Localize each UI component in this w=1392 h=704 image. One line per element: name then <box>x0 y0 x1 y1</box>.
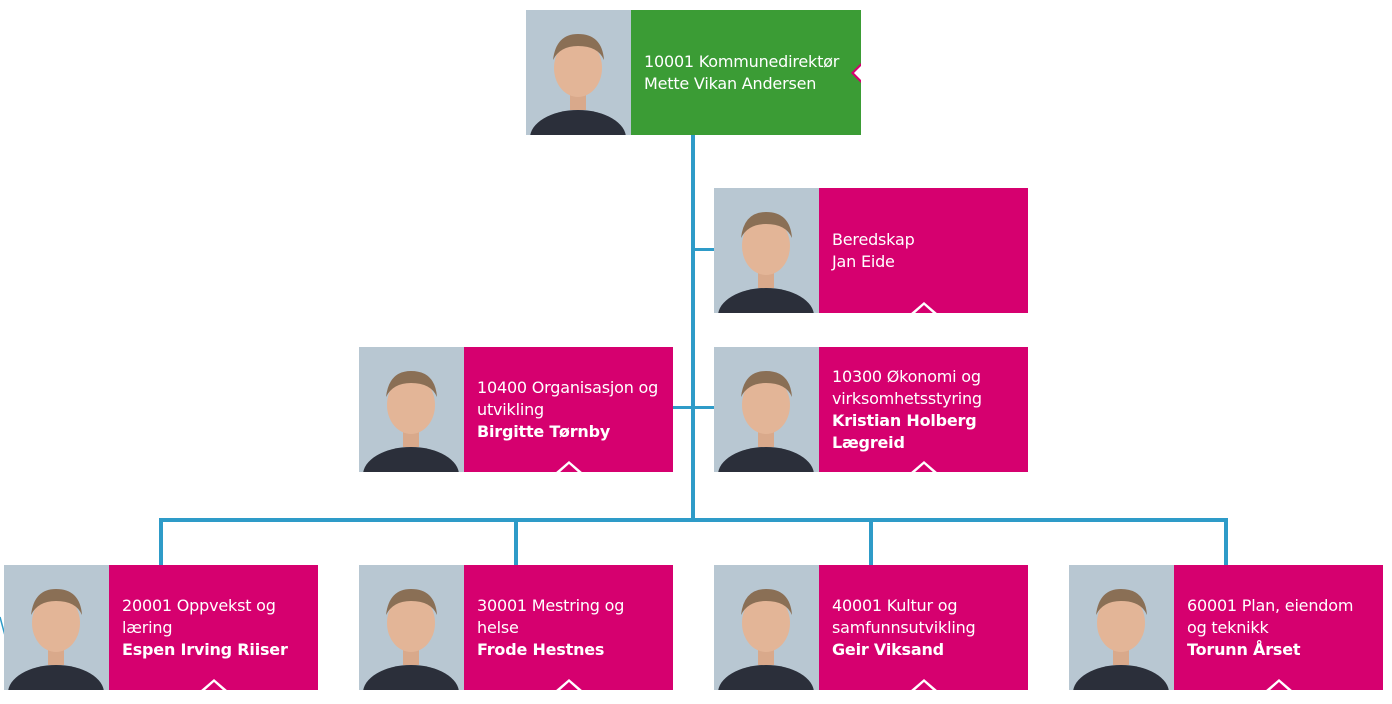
connector-drop-2 <box>514 520 518 565</box>
portrait-photo <box>4 565 109 690</box>
unit-label: 40001 Kultur og samfunnsutvikling <box>832 595 976 637</box>
expand-tab-icon[interactable] <box>909 302 938 313</box>
staff-card-organisasjon[interactable]: 10400 Organisasjon og utvikling Birgitte… <box>359 347 673 472</box>
card-info: 20001 Oppvekst og læring Espen Irving Ri… <box>109 565 318 690</box>
expand-tab-icon[interactable] <box>909 679 938 690</box>
card-info: 10300 Økonomi og virksomhetsstyring Kris… <box>819 347 1028 472</box>
card-info: 10001 Kommunedirektør Mette Vikan Anders… <box>631 10 861 135</box>
staff-card-okonomi[interactable]: 10300 Økonomi og virksomhetsstyring Kris… <box>714 347 1028 472</box>
person-name: Jan Eide <box>832 251 895 271</box>
expand-tab-icon[interactable] <box>554 461 583 472</box>
portrait-photo <box>1069 565 1174 690</box>
person-name: Mette Vikan Andersen <box>644 73 817 93</box>
card-info: Beredskap Jan Eide <box>819 188 1028 313</box>
person-name: Torunn Årset <box>1187 639 1301 659</box>
portrait-photo <box>359 347 464 472</box>
connector-drop-4 <box>1224 520 1228 565</box>
collapse-tab-icon[interactable] <box>851 61 861 84</box>
division-card-oppvekst[interactable]: 20001 Oppvekst og læring Espen Irving Ri… <box>4 565 318 690</box>
person-name: Birgitte Tørnby <box>477 421 611 441</box>
unit-label: 10001 Kommunedirektør <box>644 51 840 71</box>
person-name: Espen Irving Riiser <box>122 639 288 659</box>
expand-tab-icon[interactable] <box>554 679 583 690</box>
expand-tab-icon[interactable] <box>909 461 938 472</box>
connector-trunk <box>691 135 695 522</box>
portrait-photo <box>526 10 631 135</box>
connector-drop-3 <box>869 520 873 565</box>
person-name: Kristian Holberg Lægreid <box>832 410 977 452</box>
division-card-kultur[interactable]: 40001 Kultur og samfunnsutvikling Geir V… <box>714 565 1028 690</box>
unit-label: Beredskap <box>832 229 915 249</box>
portrait-photo <box>714 565 819 690</box>
card-info: 60001 Plan, eiendom og teknikk Torunn År… <box>1174 565 1383 690</box>
unit-label: 60001 Plan, eiendom og teknikk <box>1187 595 1354 637</box>
portrait-photo <box>714 188 819 313</box>
staff-card-beredskap[interactable]: Beredskap Jan Eide <box>714 188 1028 313</box>
unit-label: 30001 Mestring og helse <box>477 595 625 637</box>
connector-beredskap <box>693 248 714 251</box>
portrait-photo <box>714 347 819 472</box>
person-name: Geir Viksand <box>832 639 944 659</box>
unit-label: 20001 Oppvekst og læring <box>122 595 276 637</box>
expand-tab-icon[interactable] <box>1264 679 1293 690</box>
unit-label: 10400 Organisasjon og utvikling <box>477 377 659 419</box>
expand-tab-icon[interactable] <box>199 679 228 690</box>
card-info: 10400 Organisasjon og utvikling Birgitte… <box>464 347 673 472</box>
division-card-plan[interactable]: 60001 Plan, eiendom og teknikk Torunn År… <box>1069 565 1383 690</box>
division-card-mestring[interactable]: 30001 Mestring og helse Frode Hestnes <box>359 565 673 690</box>
card-info: 40001 Kultur og samfunnsutvikling Geir V… <box>819 565 1028 690</box>
connector-horizontal <box>159 518 1228 522</box>
portrait-photo <box>359 565 464 690</box>
connector-staff <box>673 406 714 409</box>
unit-label: 10300 Økonomi og virksomhetsstyring <box>832 366 982 408</box>
root-card[interactable]: 10001 Kommunedirektør Mette Vikan Anders… <box>526 10 861 135</box>
person-name: Frode Hestnes <box>477 639 605 659</box>
connector-drop-1 <box>159 520 163 565</box>
card-info: 30001 Mestring og helse Frode Hestnes <box>464 565 673 690</box>
